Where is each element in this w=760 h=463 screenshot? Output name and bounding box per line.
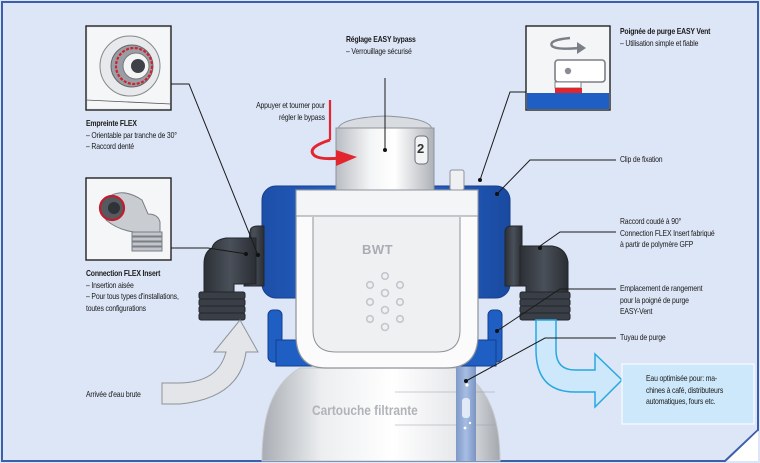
callout-purge-pipe: Tuyau de purge — [620, 332, 666, 344]
callout-title: Poignée de purge EASY Vent — [620, 26, 711, 36]
callout-empreinte-flex: Empreinte FLEX – Orientable par tranche … — [86, 118, 177, 153]
filter-cartridge — [261, 367, 501, 462]
inset-empreinte-flex — [85, 25, 172, 111]
callout-line: – Pour tous types d'installations, — [86, 291, 179, 301]
leader-dots — [244, 148, 542, 383]
cartridge-label: Cartouche filtrante — [312, 402, 418, 418]
callout-line: Connection FLEX Insert fabriqué — [620, 227, 715, 238]
leader-lines — [171, 78, 616, 382]
callout-storage: Emplacement de rangement pour la poigné … — [620, 283, 703, 318]
callout-line: chines à café, distributeurs — [646, 384, 724, 395]
callout-line: toutes configurations — [86, 302, 146, 313]
fixation-clip[interactable] — [449, 169, 465, 191]
callout-line: à partir de polymère GFP — [620, 239, 694, 249]
callout-title: Connection FLEX Insert — [86, 268, 161, 278]
callout-title: Empreinte FLEX — [86, 118, 137, 128]
outlet-info-box — [621, 363, 755, 425]
callout-connection-flex-insert: Connection FLEX Insert – Insertion aisée… — [86, 268, 179, 314]
callout-elbow: Raccord coudé à 90° Connection FLEX Inse… — [620, 216, 715, 251]
callout-outlet: Eau optimisée pour: ma- chines à café, d… — [646, 373, 723, 408]
callout-line: pour la poigné de purge — [620, 294, 689, 305]
callout-line: automatiques, fours etc. — [646, 396, 716, 406]
curved-arrow-up-icon — [161, 319, 259, 405]
callout-line: Raccord coudé à 90° — [620, 216, 682, 226]
inset-easy-vent — [525, 25, 611, 111]
callout-line: Clip de fixation — [620, 154, 663, 164]
callout-line: – Insertion aisée — [86, 279, 134, 290]
callout-line: EASY-Vent — [620, 306, 653, 316]
callout-line: Arrivée d'eau brute — [86, 389, 141, 399]
red-rotate-arrow-icon — [310, 100, 357, 166]
callout-easy-bypass: Réglage EASY bypass – Verrouillage sécur… — [346, 34, 416, 57]
frame-corner-fold — [727, 431, 758, 461]
callout-line: Tuyau de purge — [620, 332, 666, 342]
callout-easy-vent: Poignée de purge EASY Vent – Utilisation… — [620, 26, 710, 49]
callout-line: – Raccord denté — [86, 141, 134, 151]
callout-press-turn: Appuyer et tourner pour régler le bypass — [256, 100, 325, 123]
callout-line: – Orientable par tranche de 30° — [86, 129, 177, 140]
callout-line: – Utilisation simple et fiable — [620, 37, 699, 48]
callout-line: Emplacement de rangement — [620, 283, 703, 293]
callout-line: Eau optimisée pour: ma- — [646, 373, 718, 383]
callout-inlet: Arrivée d'eau brute — [86, 389, 141, 401]
callout-clip: Clip de fixation — [620, 154, 663, 166]
callout-line: – Verrouillage sécurisé — [346, 45, 412, 56]
callout-line: Appuyer et tourner pour — [256, 100, 325, 110]
logo-dot-pattern — [365, 271, 405, 332]
callout-title: Réglage EASY bypass — [346, 34, 416, 44]
brand-logo: BWT — [362, 242, 394, 257]
bypass-position-indicator: 2 — [417, 141, 425, 156]
callout-line: régler le bypass — [279, 111, 325, 122]
rotate-arrow-icon — [550, 36, 581, 50]
inset-connection-flex-insert — [85, 177, 172, 261]
